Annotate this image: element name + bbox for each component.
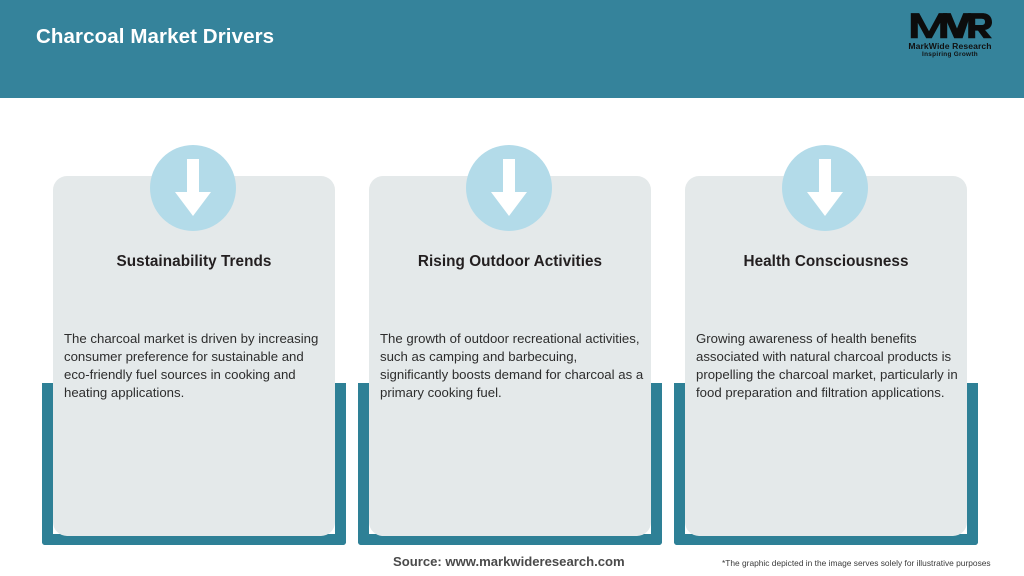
- driver-description: The charcoal market is driven by increas…: [64, 331, 319, 401]
- card-accent-bracket: [358, 383, 662, 545]
- driver-description: The growth of outdoor recreational activ…: [380, 331, 644, 401]
- driver-icon-badge: [782, 145, 868, 231]
- logo-tagline: Inspiring Growth: [922, 51, 978, 58]
- driver-card[interactable]: [53, 176, 335, 536]
- arrow-down-icon: [807, 159, 843, 216]
- driver-column-3: Health Consciousness Growing awareness o…: [674, 145, 978, 545]
- arrow-down-icon: [491, 159, 527, 216]
- driver-title: Rising Outdoor Activities: [417, 253, 603, 270]
- driver-column-2: Rising Outdoor Activities The growth of …: [358, 145, 662, 545]
- mwr-logo-icon: [910, 13, 992, 39]
- header-band: Charcoal Market Drivers MarkWide Researc…: [0, 0, 1024, 98]
- driver-column-1: Sustainability Trends The charcoal marke…: [42, 145, 346, 545]
- driver-description: Growing awareness of health benefits ass…: [696, 331, 958, 401]
- disclaimer-label: *The graphic depicted in the image serve…: [722, 558, 991, 568]
- driver-card[interactable]: [685, 176, 967, 536]
- driver-icon-badge: [466, 145, 552, 231]
- source-label: Source: www.markwideresearch.com: [393, 554, 625, 569]
- arrow-down-icon: [175, 159, 211, 216]
- driver-title: Sustainability Trends: [116, 253, 272, 270]
- driver-title: Health Consciousness: [743, 253, 909, 270]
- driver-icon-badge: [150, 145, 236, 231]
- card-accent-bracket: [674, 383, 978, 545]
- logo-company-name: MarkWide Research: [908, 41, 992, 51]
- page-title: Charcoal Market Drivers: [36, 25, 275, 48]
- brand-logo: MarkWide Research Inspiring Growth: [894, 10, 1006, 66]
- driver-card[interactable]: [369, 176, 651, 536]
- card-accent-bracket: [42, 383, 346, 545]
